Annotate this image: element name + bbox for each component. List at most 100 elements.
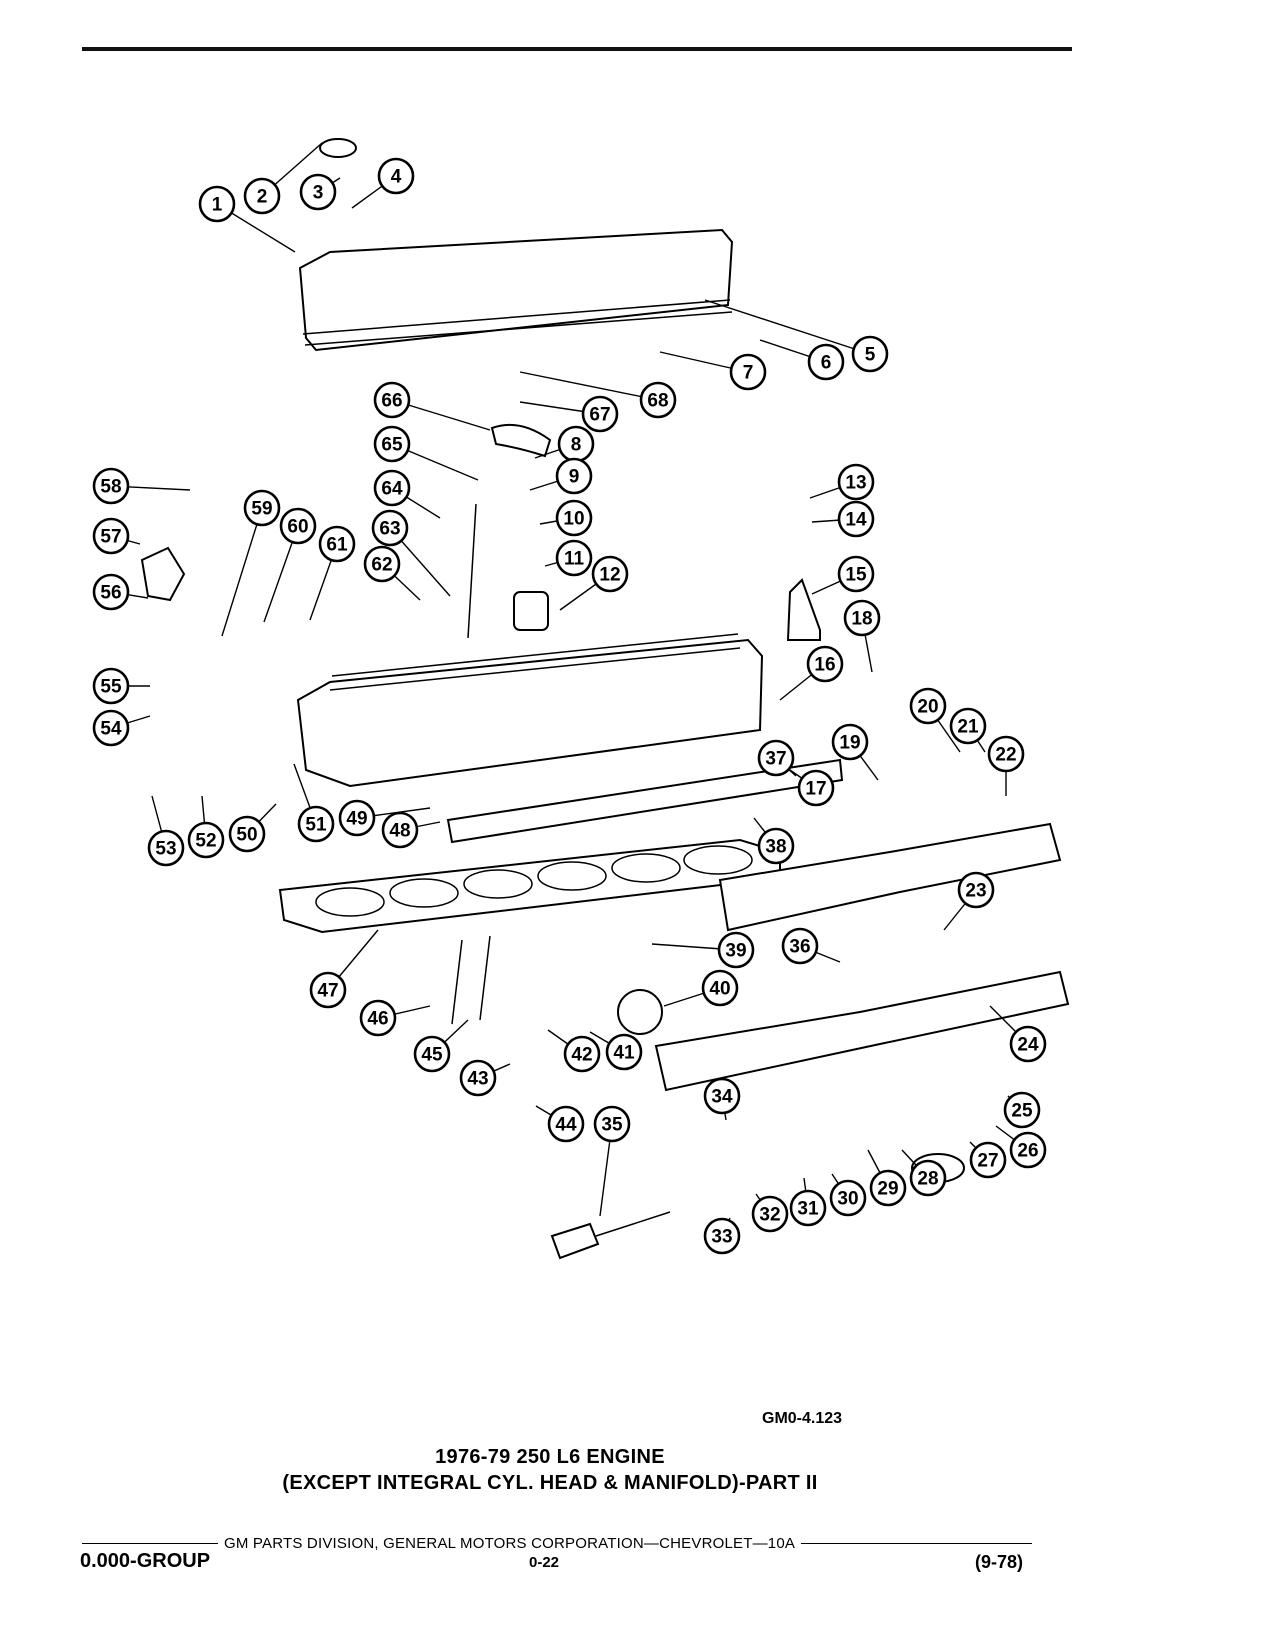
callout-number-25: 25 <box>1011 1101 1033 1122</box>
callout-63: 63 <box>371 509 409 547</box>
footer-rule-right <box>801 1542 1032 1545</box>
callout-19: 19 <box>831 723 869 761</box>
callout-number-44: 44 <box>555 1115 577 1136</box>
callout-circle-50 <box>228 815 266 853</box>
callout-number-1: 1 <box>212 195 223 216</box>
head-gasket <box>278 838 781 934</box>
callout-circle-30 <box>829 1179 867 1217</box>
callout-circle-26 <box>1009 1131 1047 1169</box>
callout-number-31: 31 <box>797 1199 819 1220</box>
callout-circle-18 <box>843 599 881 637</box>
callout-circle-34 <box>703 1077 741 1115</box>
callout-number-6: 6 <box>821 353 832 374</box>
callout-circle-33 <box>703 1217 741 1255</box>
callout-37: 37 <box>757 739 795 777</box>
callout-circle-59 <box>243 489 281 527</box>
callout-circle-48 <box>381 811 419 849</box>
callout-circle-22 <box>987 735 1025 773</box>
caption-line-2: (EXCEPT INTEGRAL CYL. HEAD & MANIFOLD)-P… <box>282 1472 818 1494</box>
callout-16: 16 <box>806 645 844 683</box>
callout-68: 68 <box>639 381 677 419</box>
callout-number-60: 60 <box>287 517 308 538</box>
callout-circle-51 <box>297 805 335 843</box>
callout-56: 56 <box>92 573 130 611</box>
callout-23: 23 <box>957 871 995 909</box>
callout-34: 34 <box>703 1077 741 1115</box>
callout-circle-19 <box>831 723 869 761</box>
callout-number-9: 9 <box>569 467 580 488</box>
callout-circle-43 <box>459 1059 497 1097</box>
callout-number-49: 49 <box>346 809 367 830</box>
callout-number-53: 53 <box>155 839 176 860</box>
oil-filler-cap <box>319 138 357 158</box>
callout-number-52: 52 <box>195 831 216 852</box>
callout-4: 4 <box>377 157 415 195</box>
callout-8: 8 <box>557 425 595 463</box>
callout-60: 60 <box>279 507 317 545</box>
callout-12: 12 <box>591 555 629 593</box>
callout-circle-20 <box>909 687 947 725</box>
callout-number-14: 14 <box>845 510 867 531</box>
callout-number-12: 12 <box>599 565 620 586</box>
callout-circle-63 <box>371 509 409 547</box>
callout-circle-49 <box>338 799 376 837</box>
callout-number-36: 36 <box>789 937 810 958</box>
callout-number-48: 48 <box>389 821 410 842</box>
callout-50: 50 <box>228 815 266 853</box>
callout-58: 58 <box>92 467 130 505</box>
callout-18: 18 <box>843 599 881 637</box>
callout-49: 49 <box>338 799 376 837</box>
callout-47: 47 <box>309 971 347 1009</box>
callout-42: 42 <box>563 1035 601 1073</box>
callout-number-42: 42 <box>571 1045 592 1066</box>
callout-59: 59 <box>243 489 281 527</box>
callout-circle-15 <box>837 555 875 593</box>
callout-circle-67 <box>581 395 619 433</box>
callout-41: 41 <box>605 1033 643 1071</box>
oil-level-indicator <box>550 1222 600 1260</box>
callout-number-20: 20 <box>917 697 938 718</box>
callout-48: 48 <box>381 811 419 849</box>
callout-circle-62 <box>363 545 401 583</box>
callout-number-61: 61 <box>326 535 348 556</box>
callout-number-2: 2 <box>257 187 268 208</box>
group-code: 0.000-GROUP <box>80 1550 211 1572</box>
leader-59 <box>221 507 263 637</box>
callout-number-55: 55 <box>100 677 122 698</box>
cylinder-head <box>296 638 764 788</box>
callout-circle-47 <box>309 971 347 1009</box>
callout-number-16: 16 <box>814 655 835 676</box>
callout-circle-1 <box>198 185 236 223</box>
callout-number-11: 11 <box>564 549 585 570</box>
callout-number-45: 45 <box>421 1045 443 1066</box>
callout-52: 52 <box>187 821 225 859</box>
callout-22: 22 <box>987 735 1025 773</box>
callout-circle-61 <box>318 525 356 563</box>
callout-57: 57 <box>92 517 130 555</box>
callout-circle-4 <box>377 157 415 195</box>
callout-number-13: 13 <box>845 473 866 494</box>
callout-number-10: 10 <box>563 509 584 530</box>
callout-circle-54 <box>92 709 130 747</box>
rocker-cover-gasket <box>302 299 733 346</box>
callout-circle-68 <box>639 381 677 419</box>
revision-date: (9-78) <box>975 1552 1024 1572</box>
callout-circle-46 <box>359 999 397 1037</box>
callout-31: 31 <box>789 1189 827 1227</box>
callout-7: 7 <box>729 353 767 391</box>
page-number: 0-22 <box>529 1554 560 1571</box>
leader-5 <box>704 299 871 355</box>
callout-number-43: 43 <box>467 1069 488 1090</box>
callout-32: 32 <box>751 1195 789 1233</box>
callout-circle-60 <box>279 507 317 545</box>
callout-number-15: 15 <box>845 565 867 586</box>
callout-circle-9 <box>555 457 593 495</box>
callout-number-54: 54 <box>100 719 122 740</box>
part-illustrations <box>140 138 1070 1260</box>
callout-13: 13 <box>837 463 875 501</box>
callout-circle-40 <box>701 969 739 1007</box>
callout-number-30: 30 <box>837 1189 858 1210</box>
rocker-arm <box>490 423 552 458</box>
callout-number-40: 40 <box>709 979 730 1000</box>
